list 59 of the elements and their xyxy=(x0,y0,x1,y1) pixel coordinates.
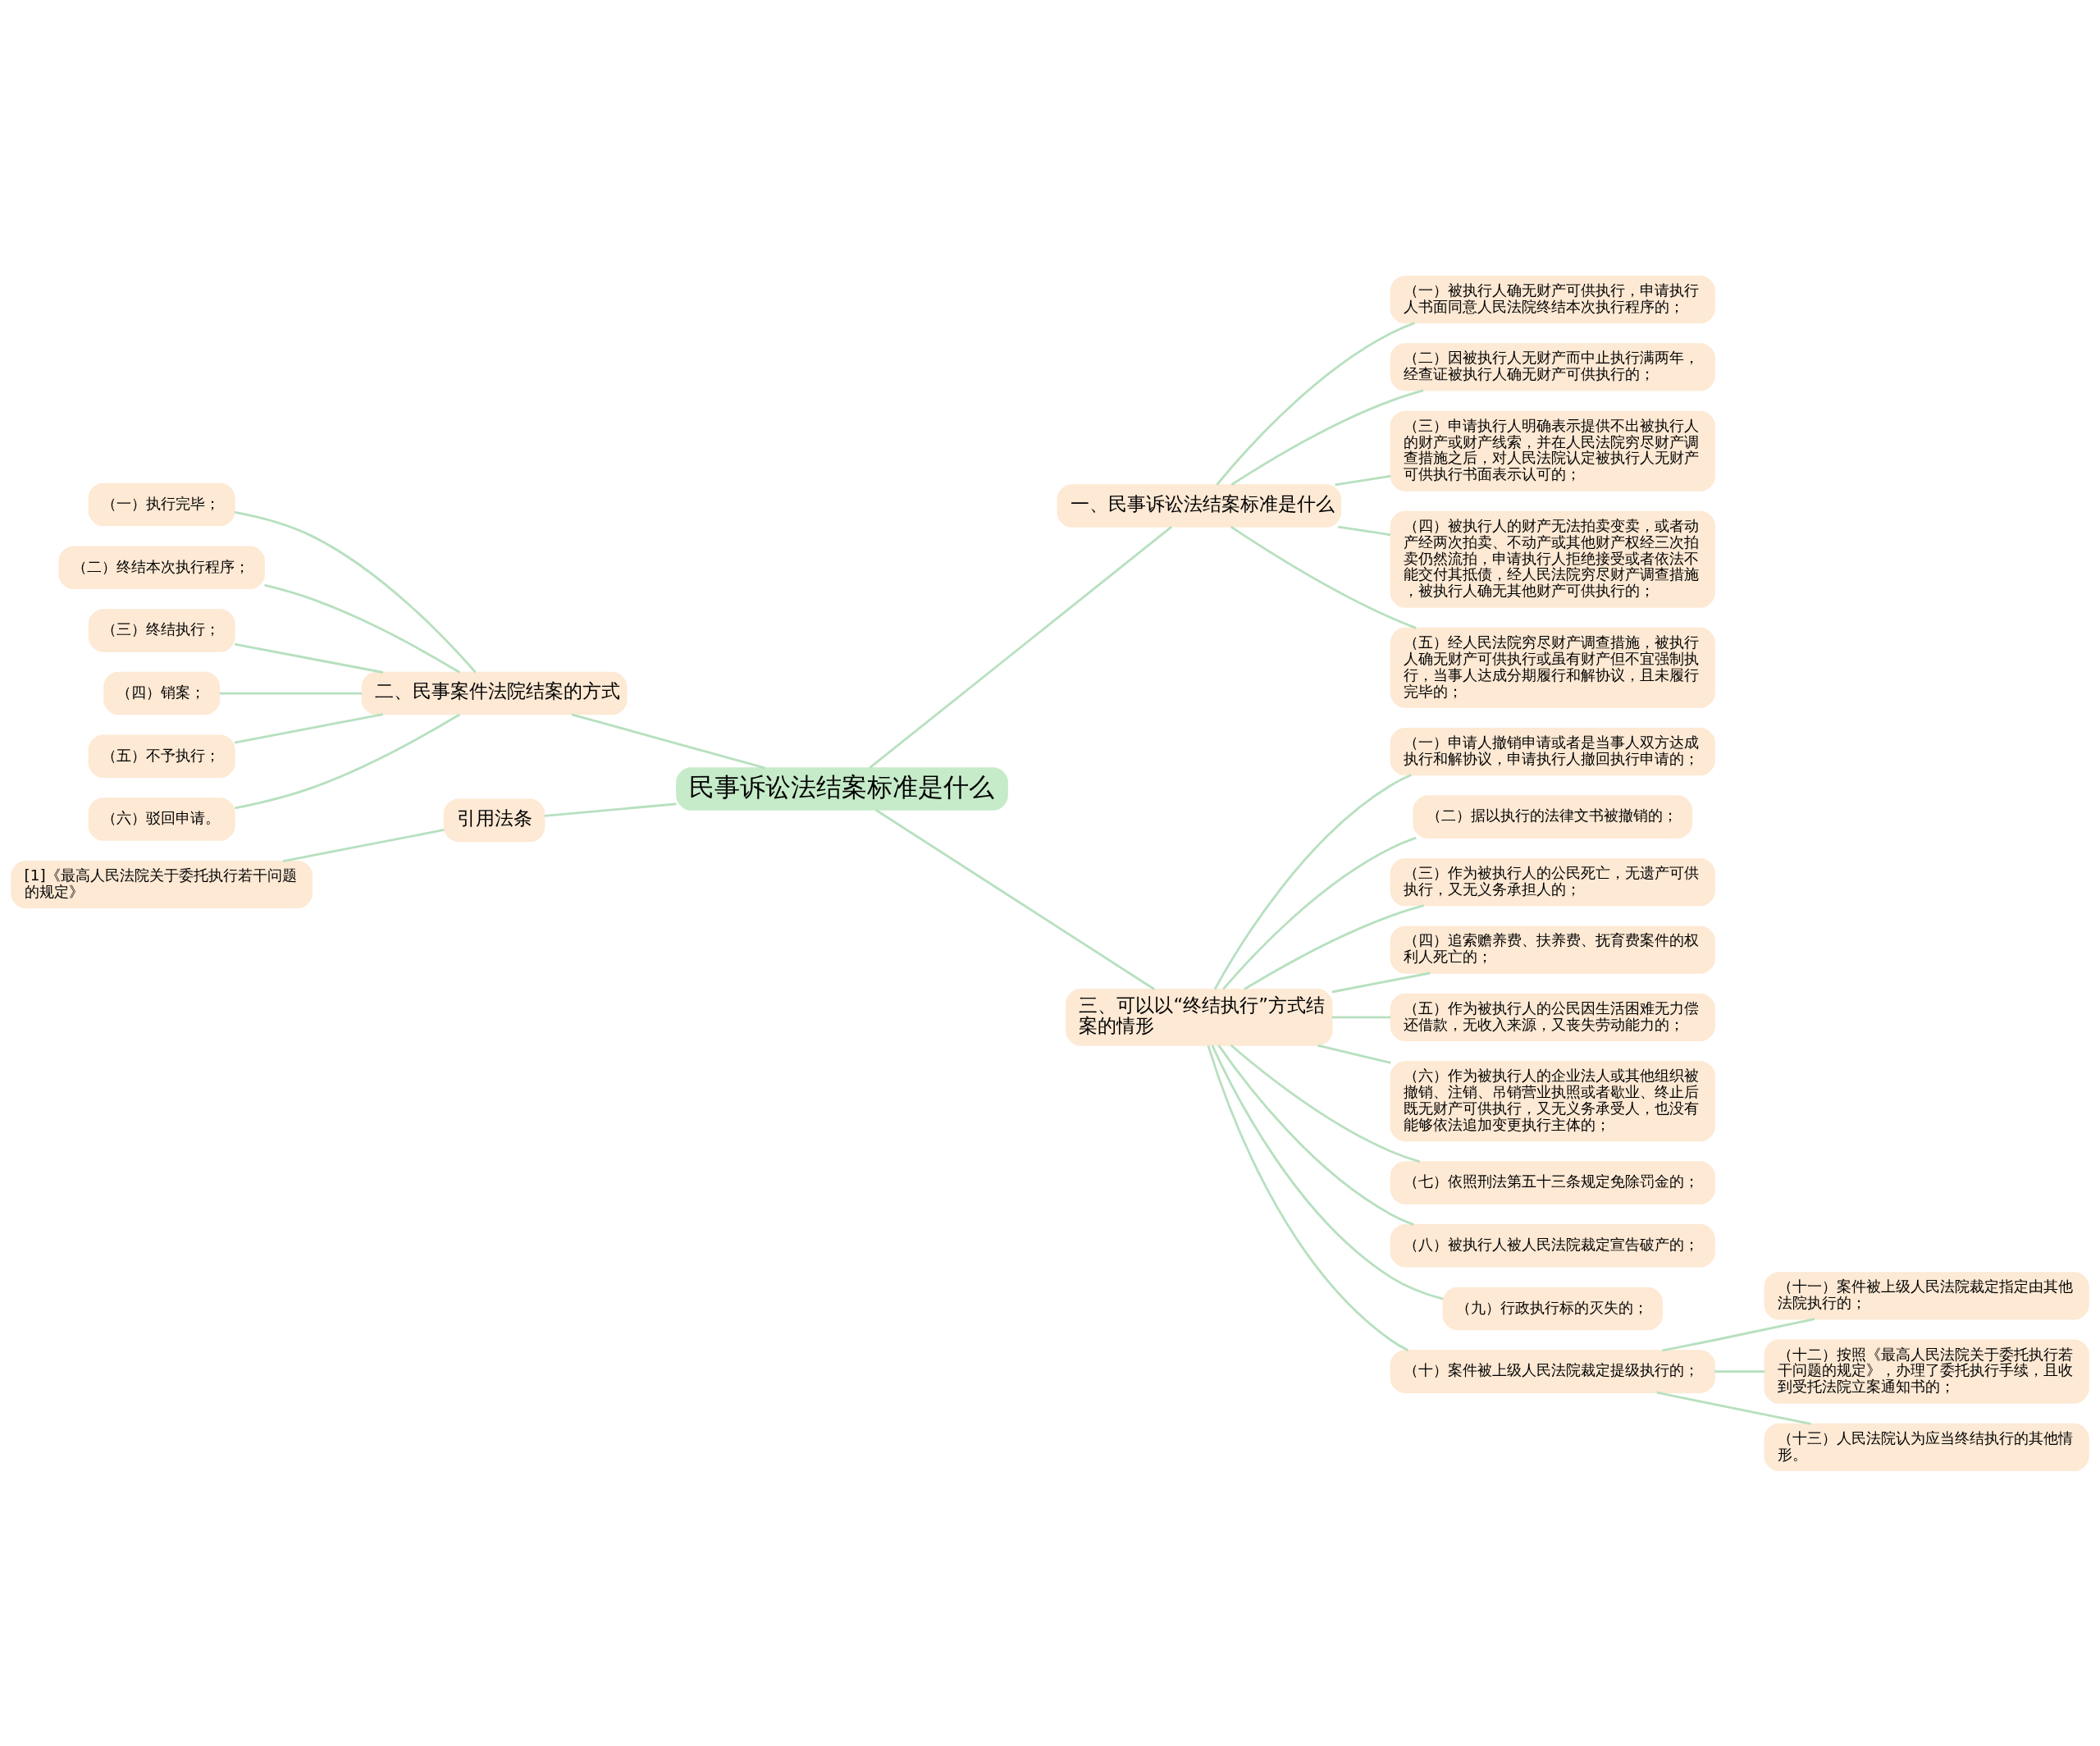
node-box: （四）销案； xyxy=(103,671,221,715)
node-box: （十）案件被上级人民法院裁定提级执行的； xyxy=(1390,1349,1715,1393)
node-box: （一）申请人撤销申请或者是当事人双方达成执行和解协议，申请执行人撤回执行申请的； xyxy=(1390,727,1715,775)
connector xyxy=(1331,971,1431,993)
connector xyxy=(869,525,1172,769)
connector xyxy=(544,802,677,817)
node-box: （四）被执行人的财产无法拍卖变卖，或者动产经两次拍卖、不动产或其他财产权经三次拍卖仍然流拍，申请执行人拒绝接受或者依法不能交付其抵债，经人民法院穷尽财产调查措施，被执行人确无其他财产可供执行的； xyxy=(1390,510,1715,608)
node-box: 一、民事诉讼法结案标准是什么 xyxy=(1057,483,1342,528)
connector xyxy=(1244,903,1425,990)
connector xyxy=(219,692,362,694)
node-box: （三）申请执行人明确表示提供不出被执行人的财产或财产线索，并在人民法院穷尽财产调查措施之后，对人民法院认定被执行人无财产可供执行书面表示认可的； xyxy=(1390,410,1715,491)
connector xyxy=(1216,321,1416,486)
node-box: （二）据以执行的法律文书被撤销的； xyxy=(1413,794,1693,839)
connector xyxy=(1656,1391,1811,1425)
connector xyxy=(1230,1044,1421,1163)
node-box: （十三）人民法院认为应当终结执行的其他情形。 xyxy=(1764,1423,2089,1471)
node-box: （八）被执行人被人民法院裁定宣告破产的； xyxy=(1390,1223,1715,1267)
node-box: （六）作为被执行人的企业法人或其他组织被撤销、注销、吊销营业执照或者歇业、终止后既无财产可供执行，又无义务承受人，也没有能够依法追加变更执行主体的； xyxy=(1390,1060,1715,1141)
connector xyxy=(1338,525,1391,536)
connector xyxy=(234,510,477,673)
connector xyxy=(1207,1044,1409,1351)
connector xyxy=(1714,1369,1765,1373)
node-box: （一）被执行人确无财产可供执行，申请执行人书面同意人民法院终结本次执行程序的； xyxy=(1390,275,1715,323)
node-box: （五）作为被执行人的公民因生活困难无力偿还借款，无收入来源，又丧失劳动能力的； xyxy=(1390,993,1715,1041)
connector xyxy=(1213,773,1412,990)
connector xyxy=(1217,1044,1414,1226)
node-box: （二）终结本次执行程序； xyxy=(58,545,265,589)
connector xyxy=(234,712,384,744)
node-box: （九）行政执行标的灭失的； xyxy=(1442,1287,1663,1330)
connector xyxy=(1331,1015,1391,1018)
connector xyxy=(1230,525,1417,629)
node-box: （十一）案件被上级人民法院裁定指定由其他法院执行的； xyxy=(1764,1271,2089,1319)
connector xyxy=(234,642,384,674)
connector xyxy=(1222,836,1417,990)
connector xyxy=(264,583,461,674)
connector xyxy=(1230,389,1424,486)
node-box: （三）作为被执行人的公民死亡，无遗产可供执行，又无义务承担人的； xyxy=(1390,857,1715,906)
connector xyxy=(571,712,765,769)
node-box: 三、可以以“终结执行”方式结案的情形 xyxy=(1066,988,1333,1046)
node-box: （七）依照刑法第五十三条规定免除罚金的； xyxy=(1390,1160,1715,1204)
connector xyxy=(1662,1317,1815,1351)
node-box: （三）终结执行； xyxy=(88,608,235,652)
node-box: （五）不予执行； xyxy=(88,734,235,778)
connector xyxy=(1335,474,1391,486)
node-box: 民事诉讼法结案标准是什么 xyxy=(676,766,1008,811)
node-box: （十二）按照《最高人民法院关于委托执行若干问题的规定》，办理了委托执行手续，且收到受托法院立案通知书的； xyxy=(1764,1339,2089,1404)
node-box: （一）执行完毕； xyxy=(88,482,235,526)
connector xyxy=(1211,1044,1444,1300)
node-box: （四）追索赡养费、扶养费、抚育费案件的权利人死亡的； xyxy=(1390,925,1715,974)
node-box: （二）因被执行人无财产而中止执行满两年，经查证被执行人确无财产可供执行的； xyxy=(1390,342,1715,391)
connector xyxy=(235,712,461,809)
node-box: 二、民事案件法院结案的方式 xyxy=(361,671,628,715)
node-box: 引用法条 xyxy=(443,798,546,842)
node-box: [1]《最高人民法院关于委托执行若干问题的规定》 xyxy=(11,860,313,908)
node-box: （五）经人民法院穷尽财产调查措施，被执行人确无财产可供执行或虽有财产但不宜强制执行，当事人达成分期履行和解协议，且未履行完毕的； xyxy=(1390,627,1715,708)
connector xyxy=(875,808,1155,990)
node-box: （六）驳回申请。 xyxy=(88,797,235,841)
connector xyxy=(282,828,445,862)
connector xyxy=(1317,1044,1391,1064)
